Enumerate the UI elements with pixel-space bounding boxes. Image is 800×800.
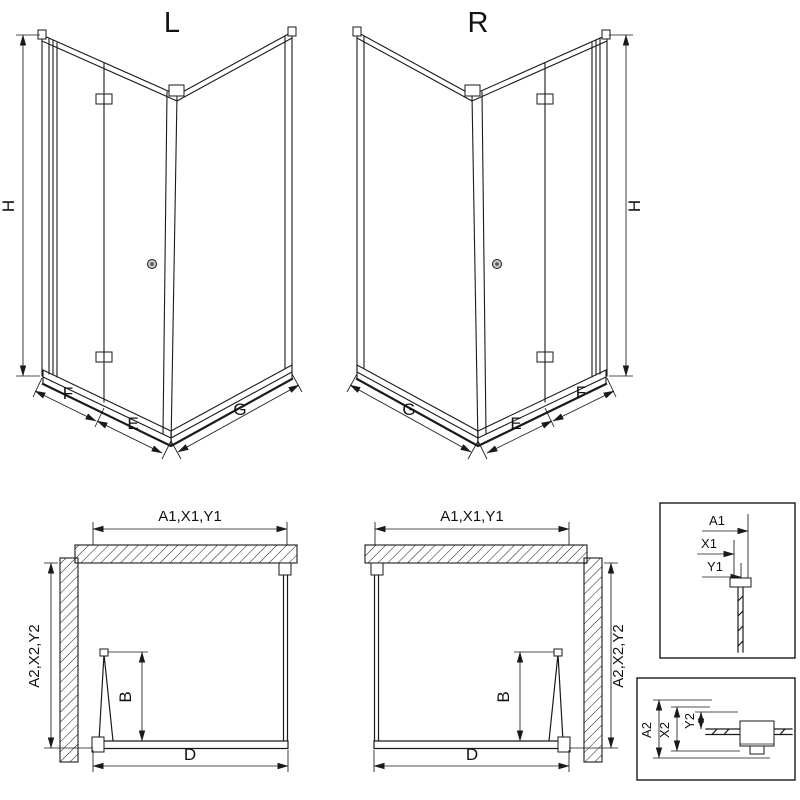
wall-section-top xyxy=(364,544,588,564)
dim-label-b: B xyxy=(494,691,513,702)
door-pivot-block xyxy=(91,736,105,753)
dim-label-e-right: E xyxy=(510,414,521,433)
wall-bracket-left-icon xyxy=(37,29,47,40)
view-r-label: R xyxy=(468,7,489,39)
r-structure-lines xyxy=(356,31,608,447)
bottom-profile-foot xyxy=(749,745,765,755)
view-l-label: L xyxy=(164,7,180,39)
wall-bracket-right-icon xyxy=(287,26,297,37)
view-3d-right: R H F E G xyxy=(346,7,644,460)
r-fittings xyxy=(352,26,611,363)
top-profile-section xyxy=(729,577,752,588)
wall-section-left xyxy=(59,557,79,763)
dim-label-g-right: G xyxy=(402,400,415,419)
dim-label-f-left: F xyxy=(63,384,73,403)
r-dimensions: H F E G xyxy=(346,34,644,460)
dim-label-side: A2,X2,Y2 xyxy=(610,624,627,687)
dim-label-a2: A2 xyxy=(639,722,654,738)
dim-line-f xyxy=(34,390,97,422)
dim-line-e xyxy=(96,420,163,454)
door-fold-tip xyxy=(553,648,563,657)
dim-label-top: A1,X1,Y1 xyxy=(440,508,503,525)
dim-label-side: A2,X2,Y2 xyxy=(26,624,43,687)
corner-bracket-icon xyxy=(464,84,481,97)
wall-bracket-right-icon xyxy=(601,29,611,40)
dim-line-g xyxy=(349,384,472,453)
dim-label-f-right: F xyxy=(576,383,586,402)
glass-wall-profile xyxy=(278,562,292,576)
dim-label-top: A1,X1,Y1 xyxy=(158,508,221,525)
detail-box-bottom-profile: A2 X2 Y2 xyxy=(636,677,796,781)
detail-border xyxy=(659,502,796,659)
wall-section-right xyxy=(583,557,603,763)
dim-label-y2: Y2 xyxy=(682,713,697,729)
dim-label-e-left: E xyxy=(127,414,138,433)
glass-wall-profile xyxy=(370,562,384,576)
view-3d-left: L H F E G xyxy=(0,7,303,460)
dim-line-f xyxy=(552,390,615,422)
dim-label-x2: X2 xyxy=(657,722,672,738)
door-handle-center xyxy=(150,262,154,266)
l-structure-lines xyxy=(41,31,293,447)
wall-bracket-left-icon xyxy=(352,26,362,37)
door-fold-tip xyxy=(99,648,109,657)
dim-label-b: B xyxy=(116,691,135,702)
dim-line-e xyxy=(486,420,553,454)
dim-label-y1: Y1 xyxy=(707,559,723,574)
detail-box-top-profile: A1 X1 Y1 xyxy=(659,502,796,659)
l-fittings xyxy=(37,26,297,363)
dim-label-x1: X1 xyxy=(701,536,717,551)
l-extension-lines xyxy=(16,34,303,460)
r-extension-lines xyxy=(346,34,633,460)
dim-label-d: D xyxy=(184,745,196,764)
dim-label-h-right: H xyxy=(625,200,644,212)
dim-line-g xyxy=(177,384,300,453)
plan-view-right: A1,X1,Y1 A2,X2,Y2 B D xyxy=(364,508,627,772)
glass-cross-section xyxy=(737,585,744,653)
door-pivot-block xyxy=(557,736,571,753)
corner-bracket-icon xyxy=(168,84,185,97)
l-dimensions: H F E G xyxy=(0,34,303,460)
detail-reference-lines xyxy=(653,699,770,759)
door-handle-center xyxy=(495,262,499,266)
dim-label-g-left: G xyxy=(233,400,246,419)
wall-section-top xyxy=(74,544,298,564)
dim-label-a1: A1 xyxy=(709,513,725,528)
dim-label-d: D xyxy=(466,745,478,764)
plan-right-dimensions: A1,X1,Y1 A2,X2,Y2 B D xyxy=(373,508,627,772)
plan-view-left: A1,X1,Y1 A2,X2,Y2 B D xyxy=(26,508,298,772)
plan-left-dimensions: A1,X1,Y1 A2,X2,Y2 B D xyxy=(26,508,289,772)
bottom-profile-block xyxy=(739,720,775,747)
detail-border xyxy=(636,677,796,781)
dim-label-h-left: H xyxy=(0,200,18,212)
